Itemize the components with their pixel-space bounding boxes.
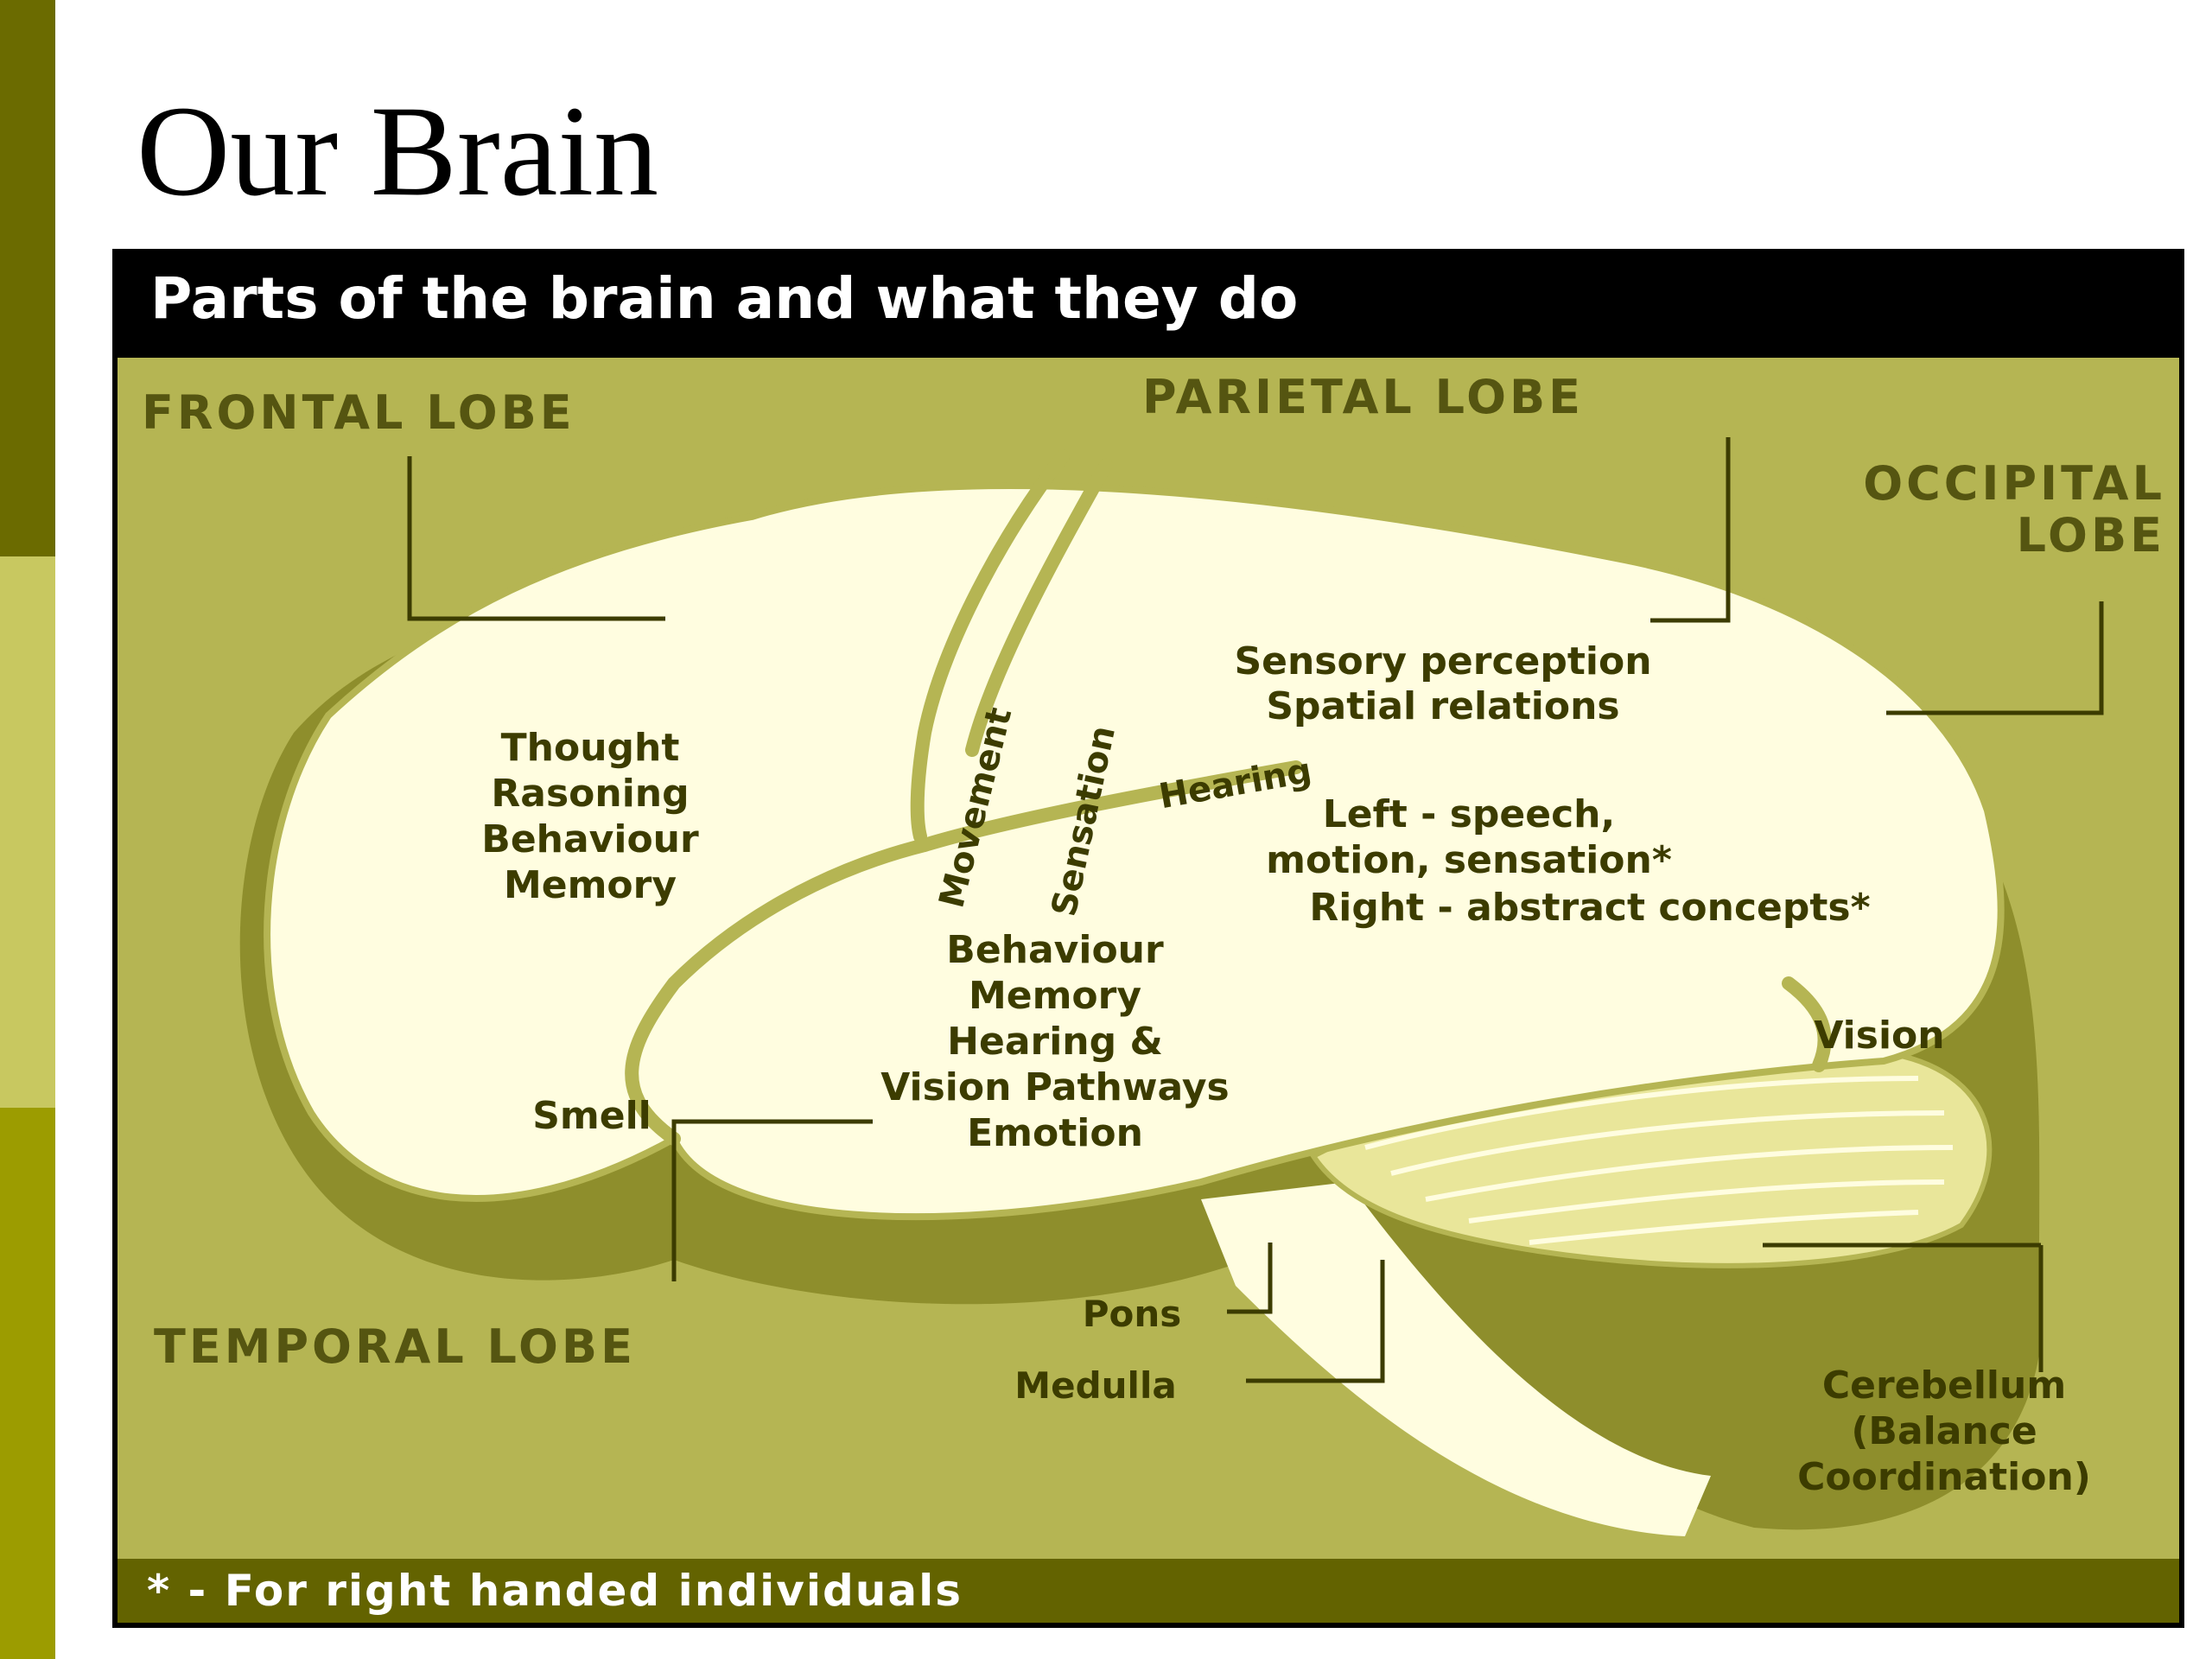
occipital-lobe-label-line2: LOBE: [2017, 508, 2165, 563]
vision-label: Vision: [1814, 1014, 1944, 1058]
brain-diagram: Parts of the brain and what they do: [112, 249, 2184, 1628]
parietal-function: Spatial relations: [1266, 684, 1619, 728]
frontal-function: Rasoning: [491, 772, 689, 816]
temporal-lobe-label: TEMPORAL LOBE: [154, 1319, 636, 1374]
brain-fissures: [625, 449, 1832, 1146]
temporal-function: Memory: [969, 974, 1141, 1018]
leader-lines: [407, 437, 2104, 1383]
footnote-band: [118, 1559, 2179, 1623]
temporal-function: Emotion: [967, 1111, 1143, 1155]
temporal-function: Vision Pathways: [880, 1065, 1229, 1109]
parietal-lobe-label: PARIETAL LOBE: [1142, 370, 1584, 424]
cerebellum-label-line: Coordination): [1797, 1455, 2091, 1499]
smell-label: Smell: [532, 1094, 652, 1138]
footnote: * - For right handed individuals: [147, 1566, 963, 1616]
frontal-function: Thought: [501, 726, 680, 770]
parietal-function: Sensory perception: [1234, 639, 1651, 683]
frontal-function: Behaviour: [481, 817, 699, 861]
cerebellum-label-line: (Balance: [1851, 1409, 2037, 1453]
frontal-function: Memory: [504, 863, 677, 907]
lateral-function: Right - abstract concepts*: [1309, 886, 1870, 930]
brain-diagram-svg: Parts of the brain and what they do: [118, 265, 2179, 1623]
parietal-functions: Sensory perception Spatial relations: [1234, 639, 1651, 728]
cerebrum-shape: [264, 482, 2005, 1221]
pons-label: Pons: [1083, 1293, 1182, 1335]
slide-title: Our Brain: [137, 79, 659, 223]
temporal-function: Behaviour: [946, 928, 1164, 972]
temporal-functions: Behaviour Memory Hearing & Vision Pathwa…: [880, 928, 1229, 1155]
accent-stripe-mid: [0, 1108, 55, 1659]
accent-stripe-dark: [0, 0, 55, 556]
lateral-functions: Left - speech, motion, sensation* Right …: [1266, 792, 1870, 930]
temporal-function: Hearing &: [947, 1020, 1163, 1064]
frontal-lobe-label: FRONTAL LOBE: [142, 385, 575, 440]
accent-stripe-light: [0, 556, 55, 1108]
cerebellum-folds: [1364, 1076, 1954, 1245]
cerebellum-label: Cerebellum (Balance Coordination): [1797, 1363, 2091, 1499]
frontal-functions: Thought Rasoning Behaviour Memory: [481, 726, 699, 907]
diagram-header: Parts of the brain and what they do: [150, 265, 1298, 332]
brain-stem: [1201, 1182, 1711, 1536]
medulla-label: Medulla: [1014, 1364, 1176, 1407]
lateral-function: motion, sensation*: [1266, 838, 1672, 882]
occipital-lobe-label-line1: OCCIPITAL: [1863, 456, 2165, 511]
cerebellum-label-line: Cerebellum: [1822, 1363, 2066, 1408]
lateral-function: Left - speech,: [1323, 792, 1615, 836]
